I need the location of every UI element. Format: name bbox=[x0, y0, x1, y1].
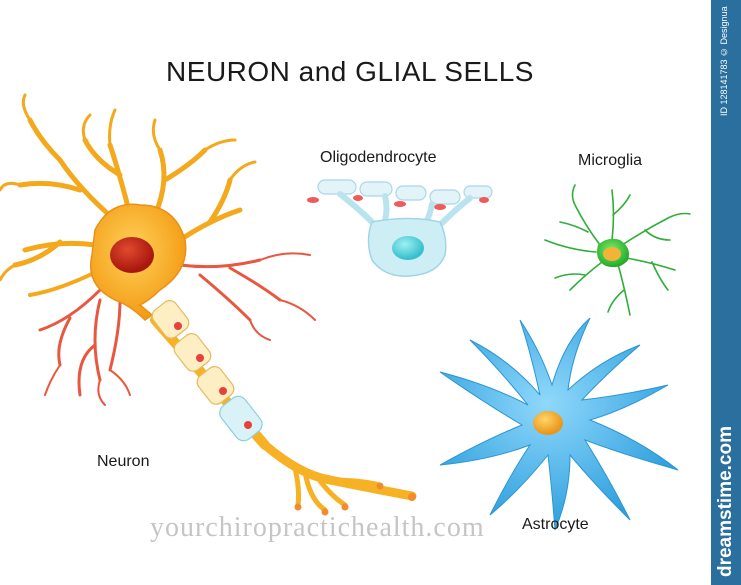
neuron-cell bbox=[0, 93, 417, 516]
astrocyte-label: Astrocyte bbox=[522, 516, 589, 533]
neuron-axon bbox=[150, 300, 417, 516]
axon-terminals bbox=[294, 482, 416, 516]
oligodendrocyte-nucleus bbox=[392, 236, 424, 260]
diagram-title: NEURON and GLIAL SELLS bbox=[166, 56, 534, 87]
myelin-sheaths bbox=[151, 300, 263, 442]
neuron-label: Neuron bbox=[97, 453, 150, 470]
oligodendrocyte-label: Oligodendrocyte bbox=[320, 149, 437, 166]
oligodendrocyte-cell bbox=[307, 179, 493, 277]
astrocyte-cell bbox=[439, 317, 679, 531]
stock-id-text: ID 128141783 © Designua bbox=[719, 6, 729, 116]
watermark-text: yourchiropractichealth.com bbox=[150, 512, 485, 543]
nodes-of-ranvier bbox=[174, 322, 252, 429]
myelinated-axon-segments bbox=[317, 179, 493, 205]
microglia-cell bbox=[544, 184, 691, 316]
astrocyte-nucleus bbox=[533, 411, 563, 435]
neuron-red-dendrites bbox=[38, 252, 316, 406]
oligodendrocyte-processes bbox=[337, 191, 473, 228]
microglia-label: Microglia bbox=[578, 152, 643, 169]
microglia-nucleus bbox=[603, 247, 621, 261]
neuron-nucleus bbox=[110, 237, 154, 273]
dreamstime-logo: dreamstime.com bbox=[715, 425, 736, 577]
stock-sidebar: ID 128141783 © Designua dreamstime.com bbox=[711, 0, 741, 585]
